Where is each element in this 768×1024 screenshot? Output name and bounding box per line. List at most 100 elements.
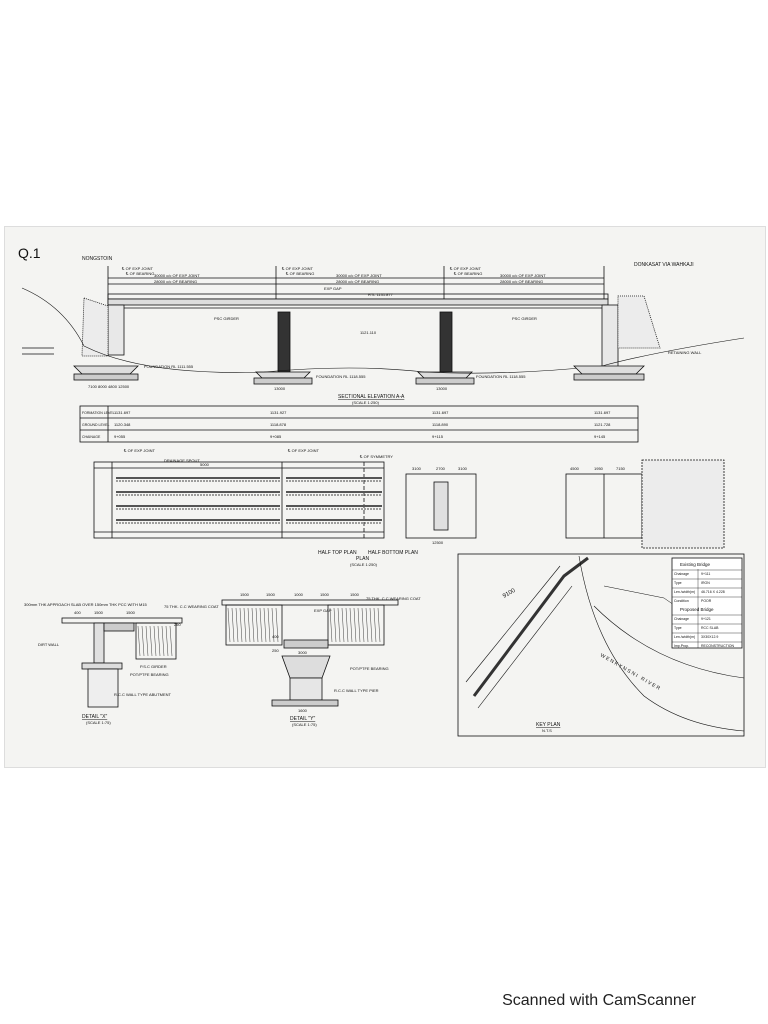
info-value: IRON bbox=[701, 581, 710, 585]
plan-exp-joint-2: ℄ OF EXP JOINT bbox=[287, 448, 320, 453]
dims-bottom-left: 7100 8000 4800 12500 bbox=[88, 384, 130, 389]
key-plan-scale: N.T.S bbox=[542, 728, 552, 733]
engineering-drawing: Q.1 NONGSTOIN DONKASAT VIA WAHKAJI ℄ OF … bbox=[18, 245, 745, 737]
left-abutment bbox=[107, 304, 125, 356]
info-value: 9+121 bbox=[701, 617, 711, 621]
table-cell: 9+145 bbox=[594, 434, 606, 439]
info-value: RCC SLAB bbox=[701, 626, 719, 630]
plan-w4: 4500 bbox=[570, 466, 580, 471]
table-row-label: CHAINAGE bbox=[82, 435, 101, 439]
exp-joint-label-1: ℄ OF EXP JOINT bbox=[121, 266, 154, 271]
plan-scale: (SCALE 1:250) bbox=[350, 562, 378, 567]
level-table bbox=[79, 405, 639, 443]
detail-x-title: DETAIL "X" bbox=[82, 714, 107, 720]
section-scale: (SCALE 1:250) bbox=[352, 400, 380, 405]
dy-h: 400 bbox=[272, 634, 279, 639]
detail-y-title: DETAIL "Y" bbox=[290, 716, 315, 722]
bearing-label-1: ℄ OF BEARING bbox=[125, 271, 154, 276]
psc-girder-x: P.S.C GIRDER bbox=[140, 664, 167, 669]
wearing-coat-x: 75 THK. C.C WEARING COAT bbox=[164, 604, 219, 609]
table-cell: 1131.927 bbox=[270, 410, 287, 415]
girder-band bbox=[107, 298, 609, 306]
table-cell: 1118.890 bbox=[432, 422, 449, 427]
table-cell: 1118.878 bbox=[270, 422, 287, 427]
table-cell: 9+115 bbox=[432, 434, 444, 439]
span3-bearing: 28000 c/c OF BEARING bbox=[500, 279, 543, 284]
pot-bearing-x: POT/PTFE BEARING bbox=[130, 672, 169, 677]
exp-gap-y: EXP GAP bbox=[314, 608, 332, 613]
foundation-left: FOUNDATION RL 1111.555 bbox=[144, 364, 194, 369]
dy-g: 1600 bbox=[298, 708, 308, 713]
deck-rl: RTL 1131.877 bbox=[368, 292, 394, 297]
table-cell: 1131.697 bbox=[114, 410, 131, 415]
plan-w2: 2700 bbox=[436, 466, 446, 471]
info-key: Len./width(m) bbox=[674, 590, 695, 594]
scanner-watermark: Scanned with CamScanner bbox=[502, 992, 696, 1009]
detail-y-slab bbox=[221, 599, 399, 606]
foundation-mid: FOUNDATION RL 1118.555 bbox=[316, 374, 366, 379]
dims-bottom-right: 13000 bbox=[436, 386, 448, 391]
detail-y-scale: (SCALE 1:75) bbox=[292, 722, 317, 727]
psc-girder-right: PSC GIRDER bbox=[512, 316, 537, 321]
of-symmetry: ℄ OF SYMMETRY bbox=[359, 454, 393, 459]
table-cell: 1120.348 bbox=[114, 422, 131, 427]
info-value: 46.716 X 4.228 bbox=[701, 590, 725, 594]
rcc-pier-label: R.C.C WALL TYPE PIER bbox=[334, 688, 379, 693]
info-value: 9+111 bbox=[701, 572, 710, 576]
approach-slab-note: 300mm THK APPROACH SLAB OVER 150mm THK P… bbox=[24, 602, 148, 607]
info-value: RECONSTRUCTION bbox=[701, 644, 735, 648]
info-key: Type bbox=[674, 626, 682, 630]
drawing-sheet: Q.1 NONGSTOIN DONKASAT VIA WAHKAJI ℄ OF … bbox=[4, 226, 766, 768]
info-value: 3X30X12.9 bbox=[701, 635, 718, 639]
plan-w5: 1950 bbox=[594, 466, 604, 471]
plan-w1: 3100 bbox=[412, 466, 422, 471]
dy-i: 250 bbox=[272, 648, 279, 653]
wearing-coat-y: 75 THK. C.C WEARING COAT bbox=[366, 596, 421, 601]
plan-w6: 7150 bbox=[616, 466, 626, 471]
dy-c: 1000 bbox=[294, 592, 304, 597]
plan-title: PLAN bbox=[356, 556, 369, 562]
left-end-label: NONGSTOIN bbox=[82, 256, 113, 262]
table-cell: 1131.697 bbox=[432, 410, 449, 415]
plan-drain-dim: 5000 bbox=[200, 462, 210, 467]
river-label: WENKYNSNI RIVER bbox=[599, 653, 662, 693]
pier-plan bbox=[405, 473, 477, 539]
dx-d: 250 bbox=[174, 622, 181, 627]
detail-x-scale: (SCALE 1:75) bbox=[86, 720, 111, 725]
table-row-label: FORMATION LEVEL bbox=[82, 411, 115, 415]
info-key: Imp.Prop. bbox=[674, 644, 689, 648]
key-plan-title: KEY PLAN bbox=[536, 722, 561, 728]
river-bank bbox=[578, 555, 745, 732]
bearing-label-3: ℄ OF BEARING bbox=[453, 271, 482, 276]
info-key: Type bbox=[674, 581, 682, 585]
dx-b: 1500 bbox=[94, 610, 104, 615]
foundation-right: FOUNDATION RL 1118.555 bbox=[476, 374, 526, 379]
span1-bearing: 28000 c/c OF BEARING bbox=[154, 279, 197, 284]
section-title: SECTIONAL ELEVATION A-A bbox=[338, 394, 405, 400]
right-end-label: DONKASAT VIA WAHKAJI bbox=[634, 262, 694, 268]
sheet-note: Q.1 bbox=[18, 245, 41, 261]
plan-deck bbox=[93, 461, 385, 539]
info-header: Proposed Bridge bbox=[680, 607, 714, 612]
half-top: HALF TOP PLAN bbox=[318, 550, 357, 556]
pier-1 bbox=[277, 311, 291, 373]
table-row-label: GROUND LEVEL bbox=[82, 423, 109, 427]
key-plan-frame bbox=[457, 553, 745, 737]
span3-joint: 30000 c/c OF EXP JOINT bbox=[500, 273, 546, 278]
info-key: Chainage bbox=[674, 572, 689, 576]
psc-girder-left: PSC GIRDER bbox=[214, 316, 239, 321]
pot-bearing-y: POT/PTFE BEARING bbox=[350, 666, 389, 671]
dy-d: 1500 bbox=[320, 592, 330, 597]
pier-2 bbox=[439, 311, 453, 373]
info-key: Chainage bbox=[674, 617, 689, 621]
plan-exp-joint: ℄ OF EXP JOINT bbox=[123, 448, 156, 453]
dy-b: 1500 bbox=[266, 592, 276, 597]
detail-x-slab bbox=[61, 617, 183, 624]
table-cell: 1121.728 bbox=[594, 422, 611, 427]
road-label: 9100 bbox=[502, 588, 517, 600]
deck-slab bbox=[107, 293, 609, 300]
dy-e: 1500 bbox=[350, 592, 360, 597]
info-key: Len./width(m) bbox=[674, 635, 695, 639]
exp-joint-label-3: ℄ OF EXP JOINT bbox=[449, 266, 482, 271]
half-bottom: HALF BOTTOM PLAN bbox=[368, 550, 418, 556]
